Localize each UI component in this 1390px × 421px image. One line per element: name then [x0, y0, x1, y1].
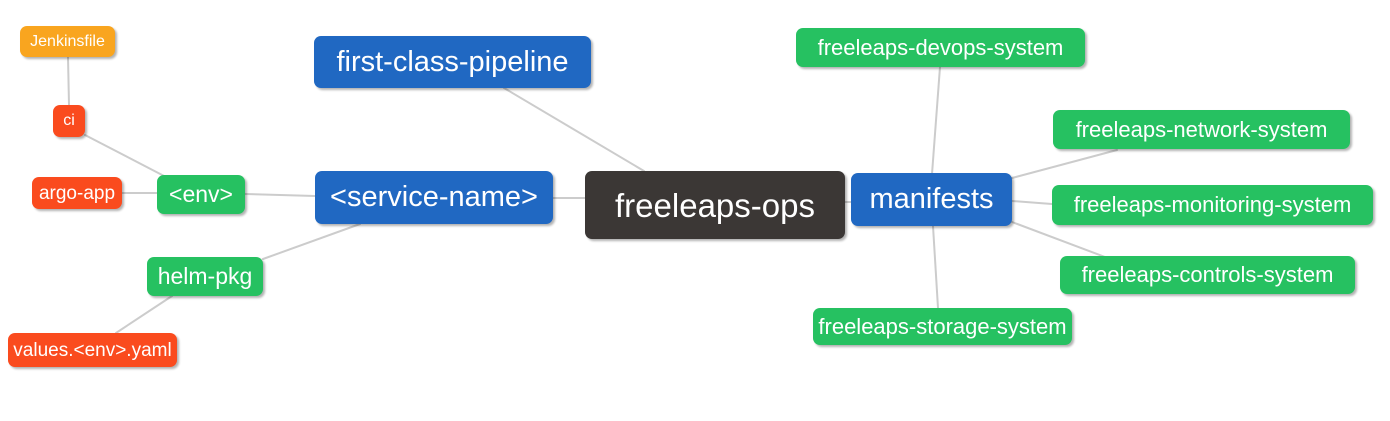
edge-manifests-to-freeleaps-monitoring-system	[1011, 200, 1053, 205]
edge-first-class-pipeline-to-freeleaps-ops	[503, 87, 645, 172]
node-jenkinsfile[interactable]: Jenkinsfile	[20, 26, 115, 57]
node-freeleaps-network-system[interactable]: freeleaps-network-system	[1053, 110, 1350, 149]
node-freeleaps-devops-system[interactable]: freeleaps-devops-system	[796, 28, 1085, 67]
edge-manifests-to-freeleaps-storage-system	[932, 225, 939, 309]
node-helm-pkg[interactable]: helm-pkg	[147, 257, 263, 296]
edge-manifests-to-freeleaps-devops-system	[931, 66, 941, 175]
edge-ci-to-env	[84, 134, 167, 178]
edge-helm-pkg-to-service-name	[262, 223, 361, 260]
edge-jenkinsfile-to-ci	[67, 56, 70, 106]
edge-values-env-yaml-to-helm-pkg	[115, 295, 173, 334]
node-freeleaps-storage-system[interactable]: freeleaps-storage-system	[813, 308, 1072, 345]
node-first-class-pipeline[interactable]: first-class-pipeline	[314, 36, 591, 88]
node-env[interactable]: <env>	[157, 175, 245, 214]
edge-manifests-to-freeleaps-network-system	[1011, 149, 1118, 179]
node-argo-app[interactable]: argo-app	[32, 177, 122, 209]
node-service-name[interactable]: <service-name>	[315, 171, 553, 224]
node-manifests[interactable]: manifests	[851, 173, 1012, 226]
node-values-env-yaml[interactable]: values.<env>.yaml	[8, 333, 177, 367]
node-freeleaps-ops[interactable]: freeleaps-ops	[585, 171, 845, 239]
node-freeleaps-controls-system[interactable]: freeleaps-controls-system	[1060, 256, 1355, 294]
edge-manifests-to-freeleaps-controls-system	[1011, 221, 1106, 258]
node-freeleaps-monitoring-system[interactable]: freeleaps-monitoring-system	[1052, 185, 1373, 225]
edge-env-to-service-name	[244, 193, 316, 197]
node-ci[interactable]: ci	[53, 105, 85, 137]
